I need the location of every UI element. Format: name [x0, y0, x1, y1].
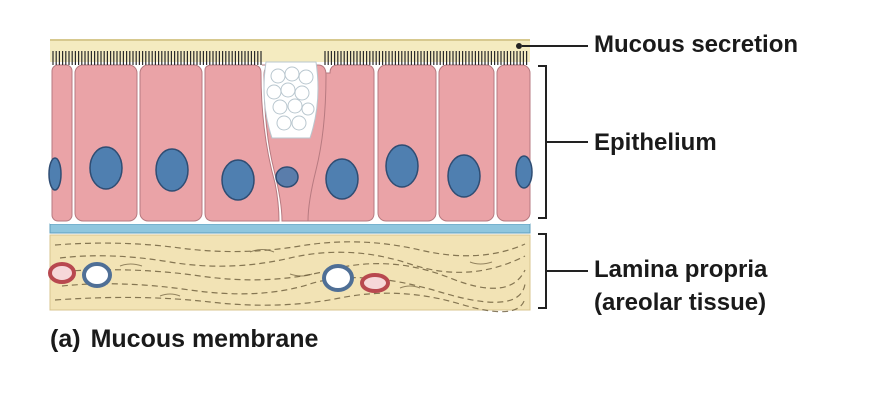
nucleus — [515, 155, 533, 189]
epithelial-cell — [74, 64, 138, 222]
nucleus — [447, 154, 481, 198]
cilia — [52, 51, 528, 65]
figure-caption: (a) Mucous membrane — [50, 325, 318, 354]
goblet-nucleus — [275, 166, 299, 188]
blood-vessel-red — [48, 262, 76, 284]
label-mucous-secretion: Mucous secretion — [594, 31, 799, 58]
blood-vessel-blue — [322, 264, 354, 292]
blood-vessel-blue — [82, 262, 112, 288]
basement-membrane — [49, 223, 531, 234]
mucus-layer — [50, 40, 530, 62]
mucus-pointer-dot — [516, 43, 522, 49]
label-lamina-propria: Lamina propria — [594, 256, 768, 283]
blood-vessel-red — [360, 273, 390, 293]
epithelium-bracket — [538, 65, 588, 219]
nucleus — [385, 144, 419, 188]
lamina-propria-bracket — [538, 233, 588, 309]
cell-nuclei — [48, 144, 533, 201]
epithelial-cell — [438, 64, 495, 222]
epithelial-cell — [496, 64, 531, 222]
epithelial-cell — [51, 64, 73, 222]
caption-tag: (a) — [50, 325, 81, 353]
caption-title: Mucous membrane — [90, 325, 319, 353]
nucleus — [221, 159, 255, 201]
label-areolar-tissue: (areolar tissue) — [594, 289, 767, 316]
label-epithelium: Epithelium — [594, 129, 717, 156]
connective-fibers-short — [119, 249, 493, 297]
nucleus — [325, 158, 359, 200]
epithelial-cell — [139, 64, 203, 222]
epithelial-cell — [377, 64, 437, 222]
goblet-cell — [262, 61, 327, 222]
nucleus — [89, 146, 123, 190]
nucleus — [155, 148, 189, 192]
nucleus — [48, 157, 62, 191]
